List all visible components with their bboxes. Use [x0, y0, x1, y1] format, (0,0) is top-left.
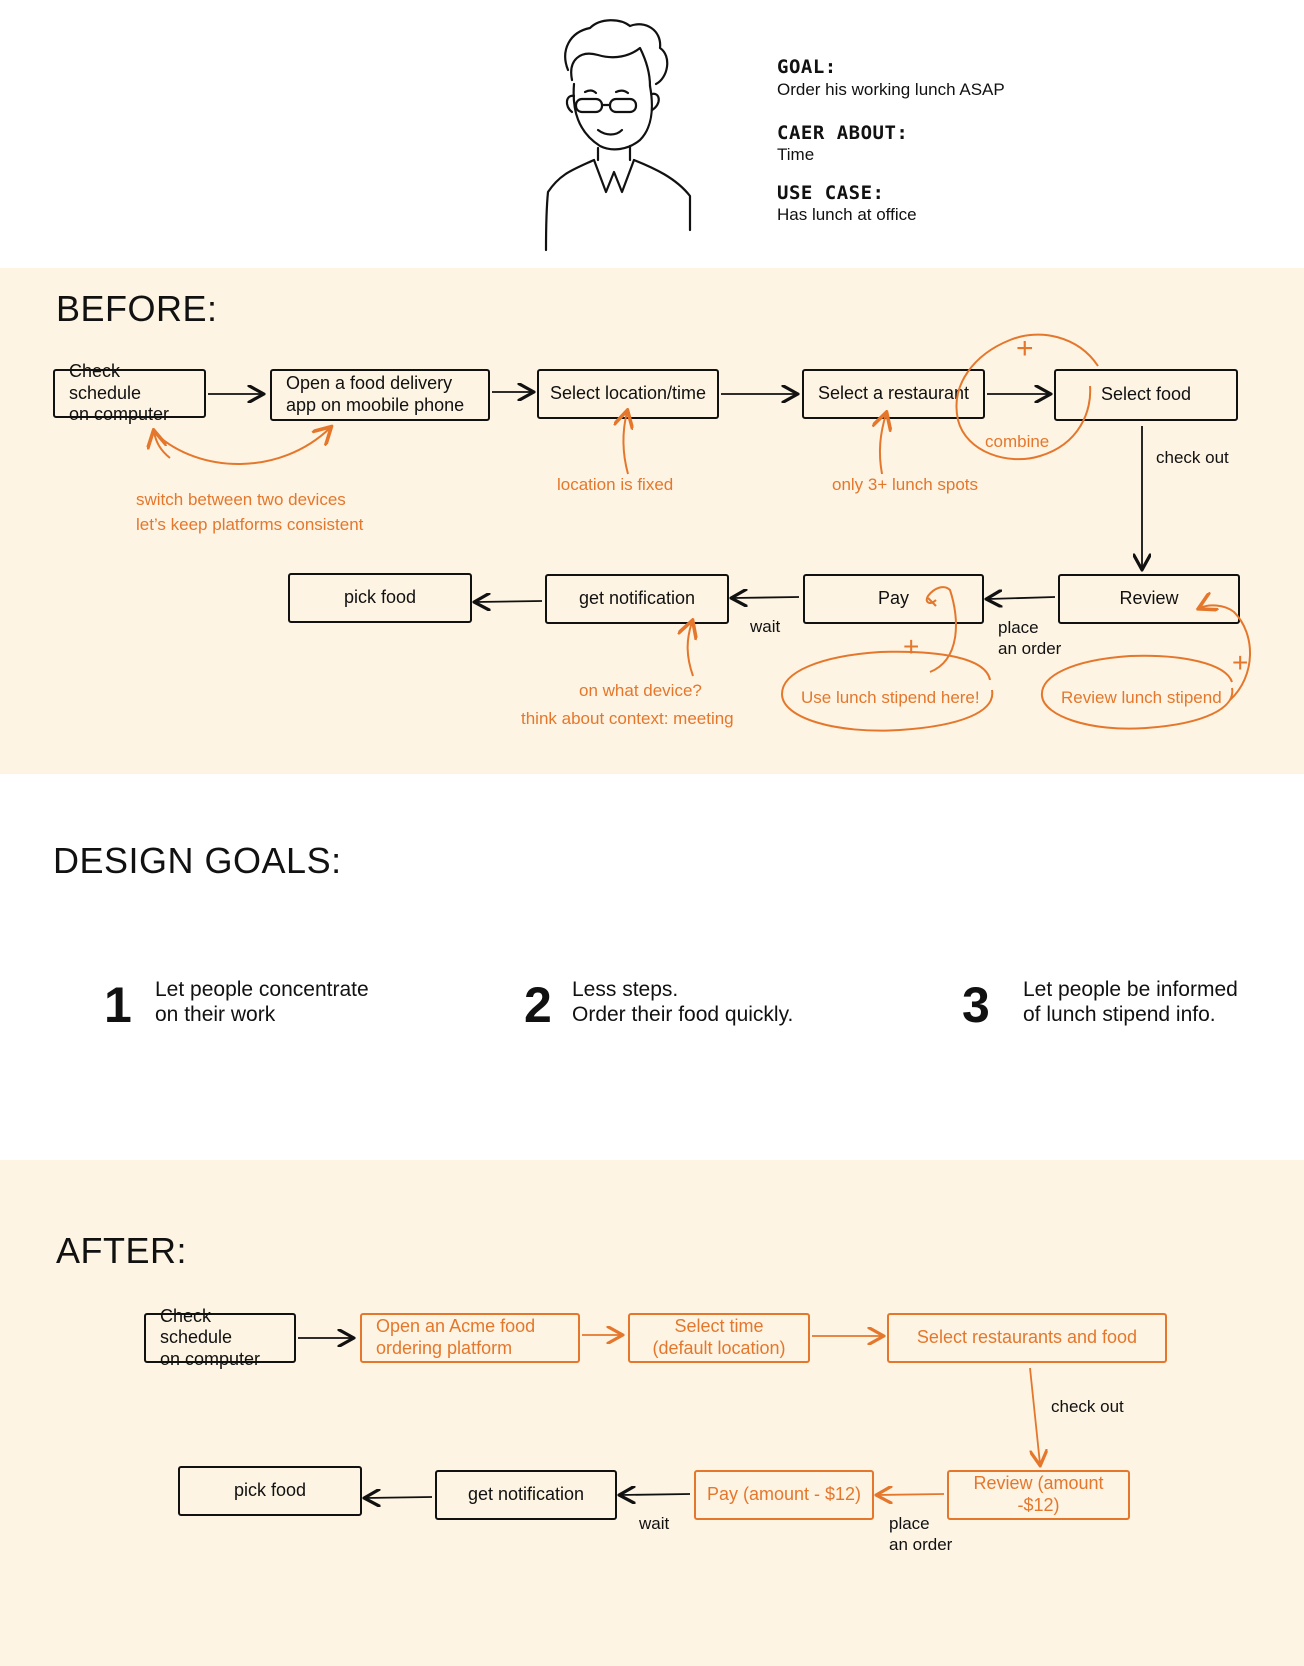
after-step-select-restaurants-food: Select restaurants and food — [887, 1313, 1167, 1363]
after-step-review: Review (amount -$12) — [947, 1470, 1130, 1520]
annotation-keep-consistent: let’s keep platforms consistent — [136, 515, 364, 534]
after-step-select-time: Select time (default location) — [628, 1313, 810, 1363]
goal-2-text: Less steps. Order their food quickly. — [572, 978, 794, 1026]
annotation-restaurant-arrow — [880, 414, 886, 475]
annotation-location-arrow — [623, 412, 628, 475]
before-step-review: Review — [1058, 574, 1240, 624]
care-text: Time — [777, 145, 815, 164]
goal-3-number: 3 — [962, 977, 990, 1033]
before-step-get-notification: get notification — [545, 574, 729, 624]
after-label-check-out: check out — [1051, 1397, 1124, 1416]
design-goals-title: DESIGN GOALS: — [53, 840, 342, 881]
goal-text: Order his working lunch ASAP — [777, 80, 1005, 99]
annotation-switch-devices: switch between two devices — [136, 490, 346, 509]
arrow-pay-to-notification — [733, 597, 800, 598]
after-arrow-review-to-pay — [878, 1494, 945, 1495]
annotation-use-stipend-ellipse — [780, 650, 994, 732]
after-arrow-restaurants-to-review — [1029, 1367, 1040, 1464]
after-step-pay: Pay (amount - $12) — [694, 1470, 874, 1520]
annotation-what-device: on what device? — [579, 681, 702, 700]
annotation-plus-review: + — [1232, 647, 1249, 678]
face-outline — [572, 82, 653, 151]
annotation-lunch-spots: only 3+ lunch spots — [832, 475, 979, 494]
body-outline — [544, 158, 596, 252]
after-step-pick-food: pick food — [178, 1466, 362, 1516]
before-label-wait: wait — [750, 617, 781, 636]
before-label-check-out: check out — [1156, 448, 1229, 467]
before-step-open-app: Open a food delivery app on moobile phon… — [270, 369, 490, 421]
goal-3-text: Let people be informed of lunch stipend … — [1023, 978, 1238, 1026]
after-step-open-acme: Open an Acme food ordering platform — [360, 1313, 580, 1363]
arrow-notification-to-pick — [476, 601, 543, 602]
annotation-switch-arc — [155, 428, 330, 465]
annotation-notification-arrow — [688, 622, 693, 677]
annotation-review-stipend-ellipse — [1040, 654, 1234, 730]
after-arrow-notification-to-pick — [366, 1497, 433, 1498]
annotation-combine-circle — [955, 333, 1099, 461]
annotation-context: think about context: meeting — [521, 709, 734, 728]
after-label-wait: wait — [639, 1514, 670, 1533]
goal-1-text: Let people concentrate on their work — [155, 978, 369, 1026]
usecase-heading: USE CASE: — [777, 182, 885, 204]
annotation-review-stipend: Review lunch stipend — [1061, 688, 1222, 707]
after-arrow-pay-to-notification — [621, 1494, 691, 1495]
goal-1-number: 1 — [104, 977, 132, 1033]
usecase-text: Has lunch at office — [777, 205, 917, 224]
before-step-pay: Pay — [803, 574, 984, 624]
persona-illustration — [544, 19, 692, 252]
after-label-place-order: place an order — [889, 1514, 953, 1555]
before-title: BEFORE: — [56, 288, 218, 329]
annotation-use-stipend: Use lunch stipend here! — [801, 688, 980, 707]
goal-heading: GOAL: — [777, 56, 837, 78]
hair-outline — [564, 19, 669, 86]
before-step-pick-food: pick food — [288, 573, 472, 623]
annotation-location-fixed: location is fixed — [557, 475, 674, 494]
after-step-get-notification: get notification — [435, 1470, 617, 1520]
annotation-combine: combine — [985, 432, 1050, 451]
goal-2-number: 2 — [524, 977, 552, 1033]
before-step-select-food: Select food — [1054, 369, 1238, 421]
before-label-place-order: place an order — [998, 618, 1062, 659]
before-step-select-restaurant: Select a restaurant — [802, 369, 985, 419]
care-heading: CAER ABOUT: — [777, 122, 909, 144]
annotation-plus-combine: + — [1016, 332, 1034, 365]
annotation-plus-pay: + — [903, 631, 920, 662]
after-band — [0, 1160, 1304, 1666]
after-title: AFTER: — [56, 1230, 188, 1271]
before-connectors — [0, 333, 1251, 732]
arrow-review-to-pay — [988, 597, 1056, 599]
